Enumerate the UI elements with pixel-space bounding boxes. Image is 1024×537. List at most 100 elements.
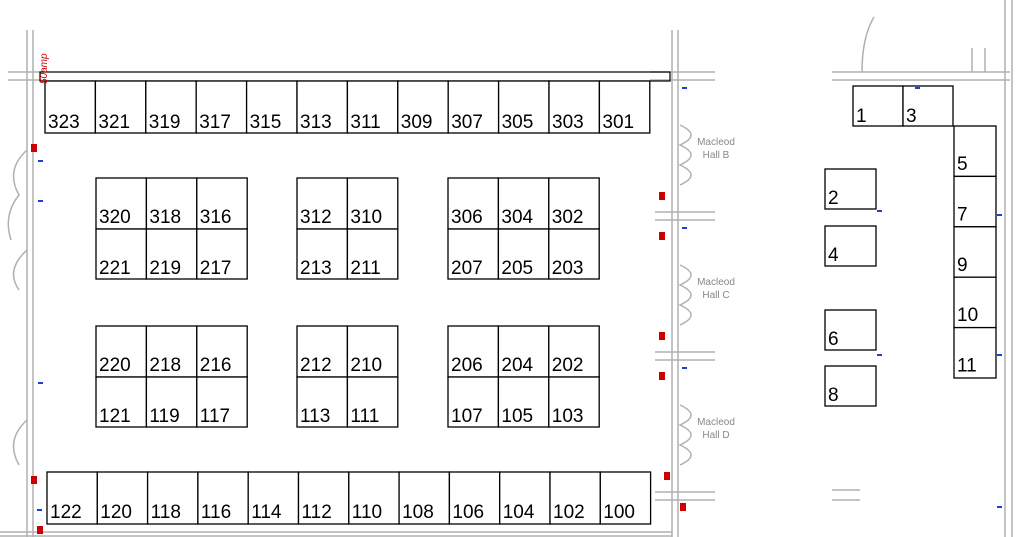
booth-outline (953, 175, 997, 228)
booth-111[interactable]: 111 (346, 376, 399, 428)
booth-301[interactable]: 301 (598, 80, 651, 134)
booth-104[interactable]: 104 (499, 471, 551, 525)
booth-116[interactable]: 116 (197, 471, 249, 525)
booth-number: 9 (957, 255, 968, 276)
booth-113[interactable]: 113 (296, 376, 349, 428)
booth-105[interactable]: 105 (497, 376, 550, 428)
booth-212[interactable]: 212 (296, 325, 349, 378)
booth-outline (346, 80, 399, 134)
booth-317[interactable]: 317 (195, 80, 248, 134)
booth-outline (197, 471, 249, 525)
booth-210[interactable]: 210 (346, 325, 399, 378)
marker-icon (682, 227, 687, 229)
booth-217[interactable]: 217 (196, 228, 248, 280)
booth-305[interactable]: 305 (497, 80, 550, 134)
booth-9[interactable]: 9 (953, 226, 997, 278)
booth-114[interactable]: 114 (247, 471, 300, 525)
booth-outline (296, 228, 349, 280)
booth-number: 207 (451, 258, 483, 279)
booth-number: 114 (251, 502, 282, 523)
booth-1[interactable]: 1 (852, 85, 904, 127)
booth-outline (145, 228, 198, 280)
booth-2[interactable]: 2 (824, 168, 877, 210)
booth-107[interactable]: 107 (447, 376, 500, 428)
booth-204[interactable]: 204 (497, 325, 550, 378)
booth-312[interactable]: 312 (296, 177, 349, 230)
booth-103[interactable]: 103 (548, 376, 600, 428)
booth-213[interactable]: 213 (296, 228, 349, 280)
booth-number: 119 (149, 406, 179, 427)
booth-306[interactable]: 306 (447, 177, 500, 230)
booth-119[interactable]: 119 (145, 376, 198, 428)
booth-120[interactable]: 120 (96, 471, 149, 525)
booth-4[interactable]: 4 (824, 225, 877, 267)
booth-outline (497, 228, 550, 280)
booth-310[interactable]: 310 (346, 177, 399, 230)
booth-219[interactable]: 219 (145, 228, 198, 280)
booth-number: 106 (452, 502, 484, 523)
booth-outline (824, 168, 877, 210)
booth-118[interactable]: 118 (146, 471, 199, 525)
booth-112[interactable]: 112 (297, 471, 350, 525)
booth-205[interactable]: 205 (497, 228, 550, 280)
booth-6[interactable]: 6 (824, 309, 877, 351)
booth-number: 105 (501, 406, 533, 427)
booth-10[interactable]: 10 (953, 276, 997, 329)
booth-outline (548, 228, 600, 280)
booth-221[interactable]: 221 (95, 228, 148, 280)
booth-3[interactable]: 3 (902, 85, 954, 127)
booth-307[interactable]: 307 (447, 80, 500, 134)
booth-number: 202 (552, 355, 584, 376)
booth-321[interactable]: 321 (94, 80, 147, 134)
booth-100[interactable]: 100 (599, 471, 652, 525)
booth-319[interactable]: 319 (145, 80, 197, 134)
booth-number: 301 (602, 112, 634, 133)
booth-203[interactable]: 203 (548, 228, 600, 280)
outlet-icon (31, 144, 37, 152)
booth-106[interactable]: 106 (448, 471, 501, 525)
marker-icon (997, 214, 1002, 216)
booth-211[interactable]: 211 (346, 228, 399, 280)
booth-5[interactable]: 5 (953, 125, 997, 178)
booth-218[interactable]: 218 (145, 325, 198, 378)
booth-304[interactable]: 304 (497, 177, 550, 230)
booth-302[interactable]: 302 (548, 177, 600, 230)
booth-outline (346, 376, 399, 428)
booth-323[interactable]: 323 (44, 80, 97, 134)
booth-316[interactable]: 316 (196, 177, 248, 230)
booth-202[interactable]: 202 (548, 325, 600, 378)
booth-outline (398, 471, 451, 525)
booth-number: 112 (302, 502, 332, 523)
booth-number: 2 (828, 188, 839, 209)
booth-315[interactable]: 315 (245, 80, 298, 134)
booth-122[interactable]: 122 (46, 471, 98, 525)
booth-outline (953, 226, 997, 278)
booth-110[interactable]: 110 (348, 471, 400, 525)
booth-8[interactable]: 8 (824, 365, 877, 407)
booth-number: 117 (200, 406, 230, 427)
booth-11[interactable]: 11 (953, 326, 997, 379)
booth-216[interactable]: 216 (196, 325, 248, 378)
booth-206[interactable]: 206 (447, 325, 500, 378)
booth-320[interactable]: 320 (95, 177, 148, 230)
booth-207[interactable]: 207 (447, 228, 500, 280)
booth-309[interactable]: 309 (397, 80, 449, 134)
booth-117[interactable]: 117 (196, 376, 248, 428)
booth-318[interactable]: 318 (145, 177, 198, 230)
booth-number: 210 (350, 355, 382, 376)
booth-number: 310 (350, 207, 382, 228)
booth-number: 323 (48, 112, 80, 133)
booth-number: 116 (201, 502, 231, 523)
booth-220[interactable]: 220 (95, 325, 148, 378)
booth-number: 7 (957, 204, 968, 225)
booth-7[interactable]: 7 (953, 175, 997, 228)
booth-303[interactable]: 303 (548, 80, 601, 134)
booth-102[interactable]: 102 (549, 471, 601, 525)
booth-121[interactable]: 121 (95, 376, 148, 428)
booth-311[interactable]: 311 (346, 80, 399, 134)
booth-313[interactable]: 313 (296, 80, 349, 134)
booth-108[interactable]: 108 (398, 471, 451, 525)
booth-number: 317 (199, 112, 231, 133)
